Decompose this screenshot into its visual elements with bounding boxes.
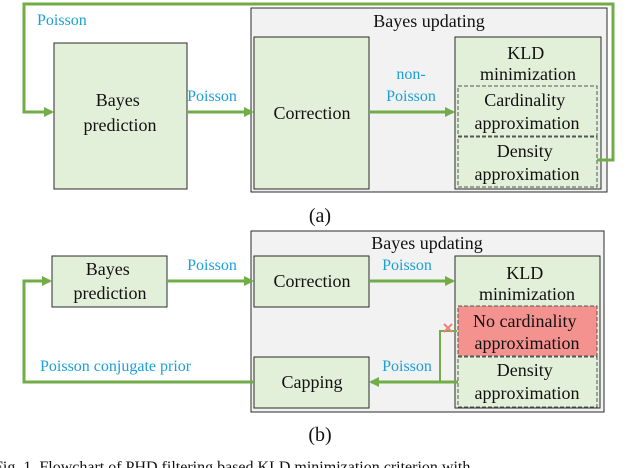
panel-b-no-cardinality-approximation-box [457,305,598,357]
panel-a-bayes-prediction-box [53,42,188,190]
panel-b-kld-minimization-label: KLD minimization [479,263,575,304]
panel-b-correction-to-kld-label: Poisson [382,257,432,274]
panel-a-correction-to-kld-label: non- Poisson [386,66,436,105]
panel-b-container-title: Bayes updating [371,233,482,253]
panel-a-correction-box [253,36,370,190]
panel-b-density-approximation-box [457,356,598,408]
panel-a-feedback-arrow [22,2,615,162]
panel-b-bayes-prediction-label: Bayes prediction [74,259,147,303]
panel-b-capping-label: Capping [282,372,343,392]
panel-b-correction-box [253,255,370,308]
panel-a-kld-minimization-label: KLD minimization [480,43,576,84]
panel-b-feedback-label: Poisson conjugate prior [40,358,192,375]
panel-a-cardinality-approximation-label: Cardinality approximation [475,90,580,133]
panel-a-caption: (a) [309,205,331,227]
panel-b-density-to-capping-label: Poisson [382,358,432,375]
cross-icon [443,323,453,333]
panel-a-prediction-to-correction-label: Poisson [187,88,237,105]
panel-b-caption: (b) [308,424,331,446]
panel-a-bayes-prediction-label: Bayes prediction [84,90,157,135]
panel-a-feedback-label: Poisson [37,12,87,29]
panel-a-cardinality-approximation-box [457,85,598,137]
panel-a: Bayes updating Bayes prediction Correcti… [22,2,615,227]
panel-a-correction-label: Correction [274,103,351,123]
panel-b-prediction-to-correction-label: Poisson [187,257,237,274]
panel-a-container-title: Bayes updating [373,11,484,31]
panel-b-density-approximation-label: Density approximation [475,360,580,403]
panel-b-bayes-prediction-box [51,255,168,308]
panel-b: Bayes updating Bayes prediction Correcti… [22,230,605,446]
panel-b-correction-label: Correction [274,271,351,291]
panel-b-feedback-arrow [22,276,254,384]
panel-a-density-approximation-label: Density approximation [475,141,580,184]
panel-b-no-cardinality-approximation-label: No cardinality approximation [473,311,581,353]
panel-a-density-approximation-box [457,136,598,188]
panel-b-capping-box [253,356,370,409]
figure-caption: Fig. 1. Flowchart of PHD filtering based… [0,459,470,468]
